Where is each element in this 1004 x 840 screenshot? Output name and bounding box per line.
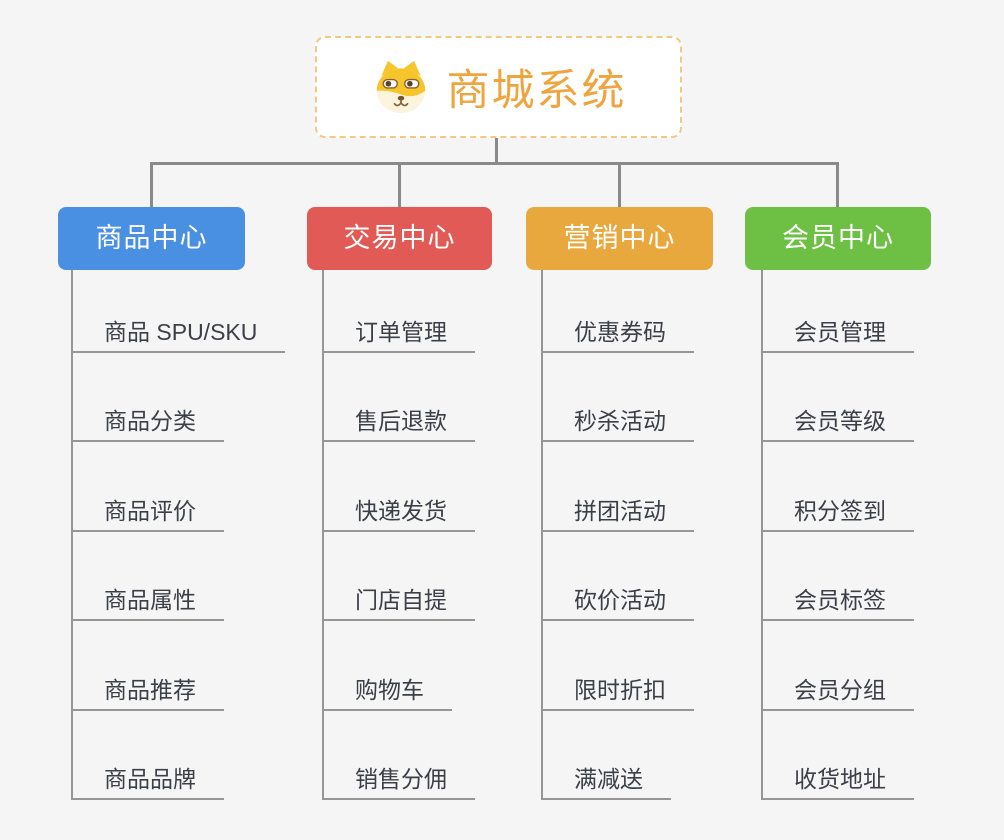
branch-trade-center[interactable]: 交易中心 bbox=[307, 207, 492, 270]
root-topic-label: 商城系统 bbox=[446, 67, 627, 115]
branch-member-center[interactable]: 会员中心 bbox=[745, 207, 931, 270]
subtopic-item[interactable]: 拼团活动 bbox=[541, 498, 694, 532]
subtopic-item[interactable]: 商品 SPU/SKU bbox=[71, 319, 286, 353]
subtopic-item[interactable]: 积分签到 bbox=[761, 498, 914, 532]
dog-face-icon bbox=[376, 60, 425, 114]
connector-branch-bar bbox=[150, 162, 839, 165]
subtopic-item[interactable]: 售后退款 bbox=[322, 408, 475, 442]
connector-drop-trade-center bbox=[398, 163, 401, 208]
subtopic-item[interactable]: 砍价活动 bbox=[541, 587, 694, 621]
subtopic-item[interactable]: 销售分佣 bbox=[322, 766, 475, 800]
subtopic-item[interactable]: 会员等级 bbox=[761, 408, 914, 442]
subtopic-item[interactable]: 商品分类 bbox=[71, 408, 224, 442]
connector-drop-marketing-center bbox=[618, 163, 621, 208]
branch-spine-marketing-center bbox=[541, 270, 543, 800]
subtopic-item[interactable]: 会员管理 bbox=[761, 319, 914, 353]
subtopic-item[interactable]: 订单管理 bbox=[322, 319, 475, 353]
connector-drop-member-center bbox=[836, 163, 839, 208]
branch-spine-product-center bbox=[71, 270, 73, 800]
subtopic-item[interactable]: 限时折扣 bbox=[541, 677, 694, 711]
subtopic-item[interactable]: 秒杀活动 bbox=[541, 408, 694, 442]
subtopic-item[interactable]: 会员标签 bbox=[761, 587, 914, 621]
subtopic-item[interactable]: 快递发货 bbox=[322, 498, 475, 532]
branch-spine-member-center bbox=[761, 270, 763, 800]
subtopic-item[interactable]: 商品品牌 bbox=[71, 766, 224, 800]
subtopic-item[interactable]: 商品属性 bbox=[71, 587, 224, 621]
branch-marketing-center[interactable]: 营销中心 bbox=[526, 207, 713, 270]
subtopic-item[interactable]: 优惠券码 bbox=[541, 319, 694, 353]
subtopic-item[interactable]: 满减送 bbox=[541, 766, 671, 800]
subtopic-item[interactable]: 会员分组 bbox=[761, 677, 914, 711]
root-topic[interactable]: 商城系统 bbox=[315, 36, 682, 138]
subtopic-item[interactable]: 门店自提 bbox=[322, 587, 475, 621]
subtopic-item[interactable]: 购物车 bbox=[322, 677, 452, 711]
branch-spine-trade-center bbox=[322, 270, 324, 800]
subtopic-item[interactable]: 商品推荐 bbox=[71, 677, 224, 711]
branch-product-center[interactable]: 商品中心 bbox=[58, 207, 245, 270]
connector-root-stub bbox=[495, 138, 498, 165]
subtopic-item[interactable]: 收货地址 bbox=[761, 766, 914, 800]
connector-drop-product-center bbox=[150, 163, 153, 208]
subtopic-item[interactable]: 商品评价 bbox=[71, 498, 224, 532]
